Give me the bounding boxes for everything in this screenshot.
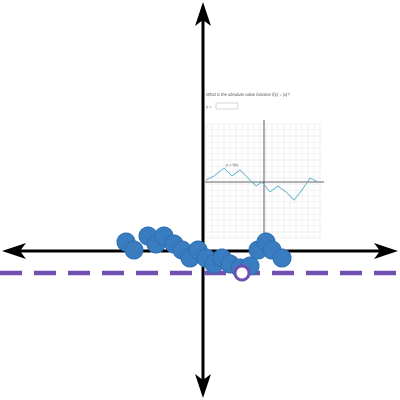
arrow-down-icon bbox=[195, 374, 211, 398]
plotted-points[interactable] bbox=[116, 226, 292, 278]
plotted-point[interactable] bbox=[272, 248, 292, 268]
open-point[interactable] bbox=[233, 264, 251, 282]
embedded-prompt-text: What is the absolute value function f(x)… bbox=[206, 92, 290, 97]
embedded-problem-panel: What is the absolute value function f(x)… bbox=[205, 92, 324, 240]
embedded-answer-input bbox=[215, 102, 239, 110]
embedded-curve bbox=[205, 167, 319, 201]
embedded-curve-label: y = f(x) bbox=[226, 162, 239, 167]
embedded-answer-prefix: y = bbox=[206, 104, 212, 109]
arrow-left-icon bbox=[2, 243, 26, 259]
plotted-point[interactable] bbox=[124, 240, 144, 260]
arrow-right-icon bbox=[374, 243, 398, 259]
arrow-up-icon bbox=[195, 2, 211, 26]
